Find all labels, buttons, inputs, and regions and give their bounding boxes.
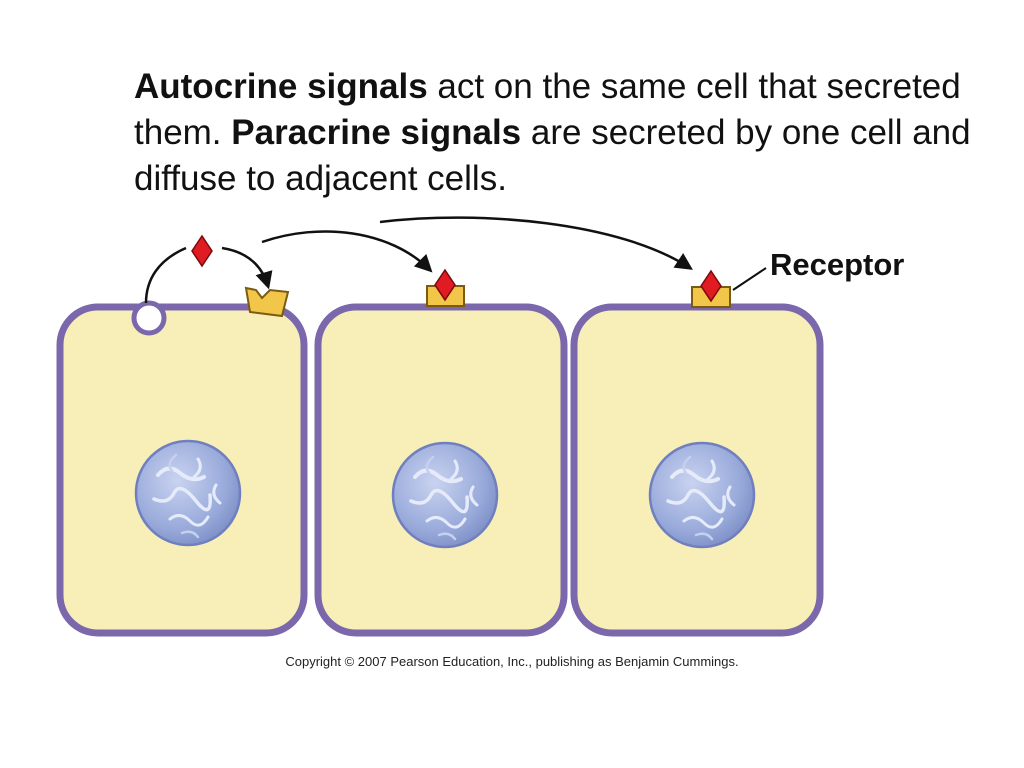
paracrine-arrow <box>379 216 693 270</box>
caption-autocrine-definition: act on the same cell that secreted them. <box>134 67 961 152</box>
secretory-vesicle <box>131 300 167 336</box>
caption-paracrine-definition: are secreted by one cell and diffuse to … <box>134 113 971 198</box>
receptor-empty <box>244 286 290 318</box>
autocrine-arrow <box>221 246 273 290</box>
signal-molecule-bound <box>434 268 456 302</box>
receptor-label: Receptor <box>770 247 905 282</box>
caption-autocrine-term: Autocrine signals <box>134 67 428 106</box>
signal-molecule-bound <box>700 269 722 303</box>
copyright-notice: Copyright © 2007 Pearson Education, Inc.… <box>285 654 739 669</box>
receptor-callout-line <box>732 267 767 291</box>
signal-molecule <box>191 234 213 268</box>
adjacent-cell <box>314 303 568 637</box>
secreting-cell <box>56 300 308 637</box>
caption: Autocrine signals act on the same cell t… <box>134 64 1004 202</box>
adjacent-cell <box>570 303 824 637</box>
secretion-line <box>144 246 187 304</box>
caption-paracrine-term: Paracrine signals <box>231 113 522 152</box>
paracrine-arrow <box>261 230 433 273</box>
